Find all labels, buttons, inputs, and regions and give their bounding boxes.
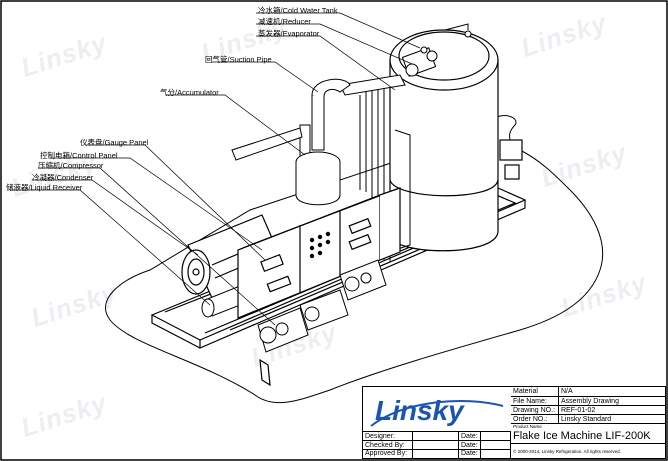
checked-date-value <box>481 441 511 450</box>
approved-date-value <box>481 450 511 458</box>
evaporator-piping <box>339 74 411 262</box>
logo-text: Linsky <box>375 395 465 426</box>
copyright-icon: © <box>513 449 518 454</box>
checked-date-label: Date: <box>459 441 481 450</box>
approved-date-label: Date: <box>459 450 481 458</box>
checked-label: Checked By: <box>363 441 413 450</box>
label-evaporator: 蒸发器/Evaporator <box>258 29 320 38</box>
approved-label: Approved By: <box>363 450 413 458</box>
label-condenser: 冷凝器/Condenser <box>32 173 94 182</box>
designer-date-value <box>481 431 511 441</box>
copyright-row: © 2000-2014, Linsky Refrigeration. All r… <box>511 447 665 457</box>
checked-value <box>413 441 459 450</box>
evaporator-drum <box>389 29 523 252</box>
label-liquid-receiver: 储液器/Liquid Receiver <box>6 183 83 192</box>
file-name-value: Assembly Drawing <box>559 397 665 406</box>
control-cabinet <box>237 187 401 319</box>
label-suction-pipe: 回气管/Suction Pipe <box>205 55 272 64</box>
file-name-label: File Name: <box>511 397 559 406</box>
reducer-motor <box>401 23 472 77</box>
label-accumulator: 气分/Accumulator <box>160 88 219 97</box>
callout-leaders <box>10 12 421 326</box>
label-gauge-panel: 仪表盘/Gauge Panel <box>80 138 149 147</box>
product-name-label: Product Name <box>513 424 542 429</box>
compressors <box>257 259 387 353</box>
material-value: N/A <box>559 387 665 397</box>
drawing-no-label: Drawing NO.: <box>511 406 559 415</box>
label-compressor: 压缩机/Compressor <box>38 161 104 170</box>
copyright-text: 2000-2014, Linsky Refrigeration. All rig… <box>517 449 621 454</box>
label-control-panel: 控制电箱/Control Panel <box>40 151 118 160</box>
designer-date-label: Date: <box>459 431 481 441</box>
material-label: Material <box>511 387 559 397</box>
product-name-value: Flake Ice Machine LIF-200K <box>511 430 665 444</box>
label-cold-water-tank: 冷水箱/Cold Water Tank <box>258 6 338 15</box>
linsky-logo-icon: Linsky <box>370 395 504 427</box>
drawing-no-value: REF-01-02 <box>559 406 665 415</box>
designer-label: Designer: <box>363 431 413 441</box>
order-no-value: Linsky Standard <box>559 415 665 424</box>
designer-value <box>413 431 459 441</box>
title-block: Linsky Material N/A File Name: Assembly … <box>362 386 666 459</box>
approved-value <box>413 450 459 458</box>
label-reducer: 减速机/Reducer <box>258 17 311 26</box>
order-no-label: Order NO.: <box>511 415 559 424</box>
suction-pipe <box>231 78 351 206</box>
